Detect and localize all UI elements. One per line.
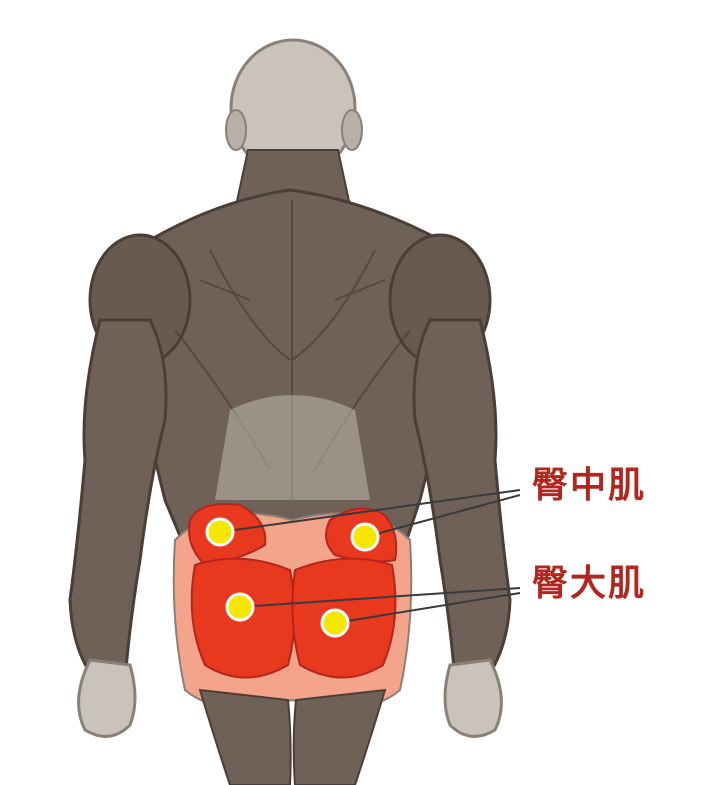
left-thigh: [198, 688, 292, 785]
leader-line-maximus-left: [239, 587, 521, 608]
head: [225, 38, 363, 178]
right-hand: [443, 658, 503, 738]
point-gluteus-maximus-right: [320, 608, 350, 638]
right-thigh: [292, 688, 387, 785]
leader-line-maximus-right: [334, 592, 521, 624]
gluteus-medius-label: 臀中肌: [532, 465, 647, 506]
leader-line-medius-left: [219, 489, 521, 533]
leader-line-medius-right: [364, 494, 521, 538]
gluteus-maximus-label: 臀大肌: [532, 563, 647, 604]
lower-back: [215, 395, 370, 500]
right-arm: [412, 318, 512, 682]
left-hand: [77, 658, 137, 738]
point-gluteus-maximus-left: [225, 592, 255, 622]
point-gluteus-medius-left: [205, 517, 235, 547]
point-gluteus-medius-right: [350, 522, 380, 552]
left-arm: [68, 318, 168, 682]
